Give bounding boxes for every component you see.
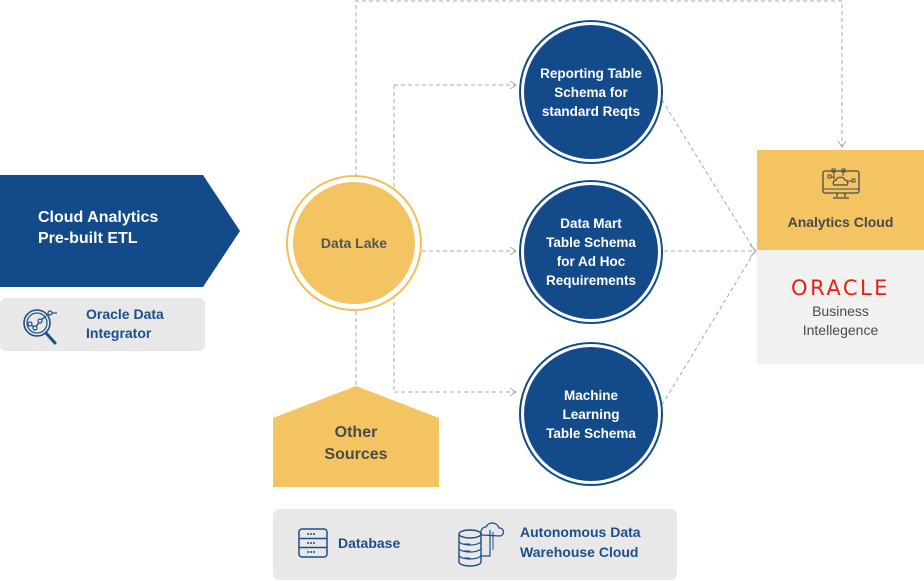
reporting-line2: Schema for xyxy=(554,84,628,100)
arrowhead-analytics-left xyxy=(749,244,757,258)
etl-label-line1: Cloud Analytics xyxy=(38,209,159,226)
datamart-line4: Requirements xyxy=(545,273,637,288)
cloud-analytics-etl-chevron xyxy=(0,175,240,287)
database-label: Database xyxy=(338,535,401,551)
data-lake-node: Data Lake xyxy=(293,182,415,304)
other-sources-line1: Other xyxy=(334,424,378,441)
reporting-schema-node: Reporting Table Schema for standard Reqt… xyxy=(524,25,658,159)
odi-label-line1: Oracle Data xyxy=(86,306,164,322)
arrowhead-reporting xyxy=(509,80,517,90)
monitor-cloud-network-icon xyxy=(822,168,860,199)
connector-ml-to-analytics xyxy=(661,250,756,406)
etl-label: Cloud Analytics Pre-built ETL xyxy=(38,207,208,249)
reporting-line1: Reporting Table xyxy=(540,65,642,81)
datamart-line1: Data Mart xyxy=(560,216,622,231)
connector-reporting-to-analytics xyxy=(661,99,756,252)
datamart-line3: for Ad Hoc xyxy=(556,254,626,269)
ml-schema-node: Machine Learning Table Schema xyxy=(524,347,658,481)
odi-label-line2: Integrator xyxy=(86,325,152,341)
other-sources-label: Other Sources xyxy=(273,422,439,466)
ml-line2: Learning xyxy=(562,406,620,422)
obi-label-line2: Intellegence xyxy=(802,322,879,338)
adw-label-line2: Warehouse Cloud xyxy=(520,544,639,560)
ml-line3: Table Schema xyxy=(546,425,636,441)
odi-label: Oracle Data Integrator xyxy=(86,305,196,343)
etl-label-line2: Pre-built ETL xyxy=(38,230,138,247)
datamart-schema-node: Data Mart Table Schema for Ad Hoc Requir… xyxy=(524,185,658,319)
business-intelligence-block xyxy=(757,250,924,364)
obi-label-line1: Business xyxy=(812,303,869,319)
other-sources-line2: Sources xyxy=(324,446,388,463)
magnifier-analytics-icon xyxy=(23,309,57,345)
database-cloud-icon xyxy=(458,522,505,567)
connector-lake-to-analytics-top xyxy=(355,0,843,177)
arrowhead-datamart xyxy=(509,246,517,256)
ml-line1: Machine xyxy=(563,387,618,403)
data-lake-label: Data Lake xyxy=(320,235,388,251)
datamart-line2: Table Schema xyxy=(546,235,636,250)
business-intelligence-label: Business Intellegence xyxy=(757,302,924,340)
analytics-cloud-block xyxy=(757,150,924,250)
arrowhead-ml xyxy=(509,387,517,397)
analytics-cloud-label: Analytics Cloud xyxy=(787,214,894,230)
adw-label: Autonomous Data Warehouse Cloud xyxy=(520,522,670,562)
oracle-data-integrator-box xyxy=(0,298,205,351)
adw-label-line1: Autonomous Data xyxy=(520,524,641,540)
reporting-line3: standard Reqts xyxy=(541,103,641,119)
oracle-logo: ORACLE xyxy=(791,276,890,300)
arrowhead-analytics-top xyxy=(837,140,847,148)
server-rack-icon xyxy=(298,528,328,558)
